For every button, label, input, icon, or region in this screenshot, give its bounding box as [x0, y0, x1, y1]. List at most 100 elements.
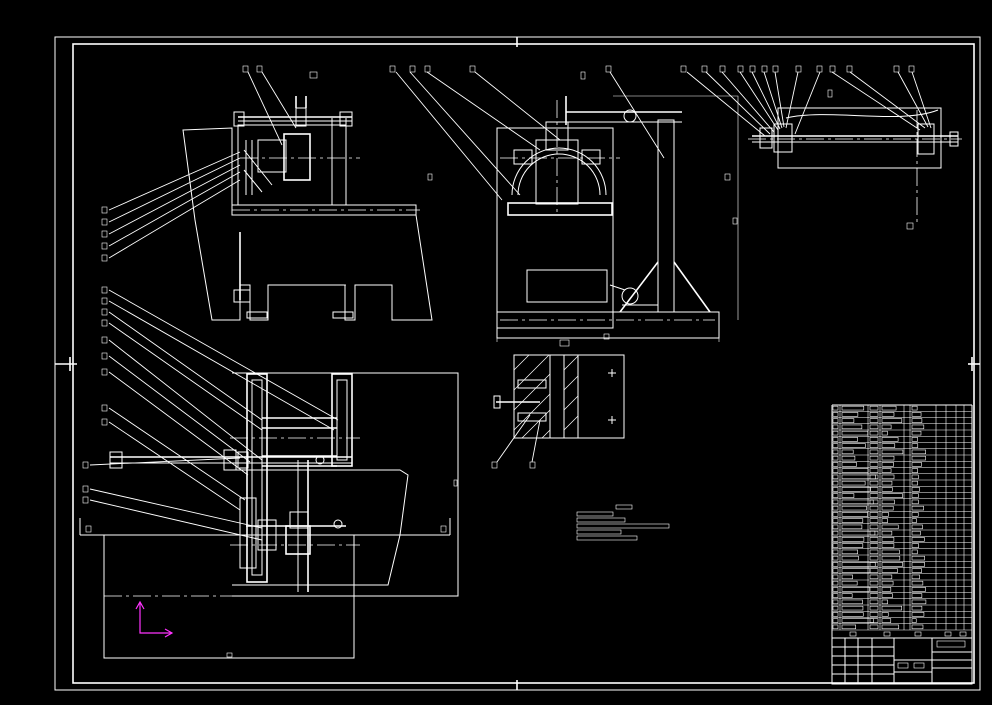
ucs-icon [135, 600, 174, 638]
table-cell-glyph [911, 580, 924, 586]
table-cell-glyph [832, 487, 839, 492]
table-cell-glyph [841, 574, 853, 580]
table-cell-glyph [911, 462, 922, 467]
table-cell-glyph [869, 518, 879, 523]
table-cell-glyph [881, 418, 903, 423]
table-cell-glyph [869, 612, 879, 617]
table-cell-glyph [869, 568, 879, 573]
table-cell-glyph [869, 605, 879, 611]
table-cell-glyph [869, 480, 879, 486]
table-cell-glyph [869, 418, 879, 423]
table-cell-glyph [869, 474, 879, 480]
sheet-border [54, 36, 981, 691]
table-cell-glyph [911, 468, 919, 473]
table-cell-glyph [832, 430, 839, 436]
table-cell-glyph [832, 449, 839, 455]
table-cell-glyph [841, 624, 857, 630]
table-cell-glyph [841, 562, 876, 567]
table-cell-glyph [944, 631, 952, 637]
table-cell-glyph [841, 518, 864, 523]
table-cell-glyph [881, 430, 888, 436]
table-cell-glyph [911, 605, 923, 611]
table-cell-glyph [911, 405, 918, 411]
table-cell-glyph [883, 631, 891, 637]
table-cell-glyph [869, 468, 879, 473]
table-cell-glyph [911, 455, 926, 461]
table-cell-glyph [911, 449, 926, 455]
table-cell-glyph [881, 424, 892, 430]
view-shaft-assembly [680, 65, 962, 230]
table-cell-glyph [881, 455, 895, 461]
table-cell-glyph [841, 543, 864, 548]
table-cell-glyph [832, 474, 839, 480]
table-cell-glyph [869, 618, 879, 623]
table-cell-glyph [841, 605, 864, 611]
table-cell-glyph [841, 405, 865, 411]
table-cell-glyph [911, 537, 925, 542]
table-cell-glyph [881, 468, 892, 473]
table-cell-glyph [881, 524, 899, 530]
table-cell-glyph [911, 530, 921, 536]
table-cell-glyph [881, 512, 889, 517]
table-cell-glyph [869, 430, 879, 436]
table-cell-glyph [832, 424, 839, 430]
table-cell-glyph [832, 524, 839, 530]
table-cell-glyph [869, 405, 879, 411]
table-cell-glyph [832, 555, 839, 561]
table-cell-glyph [869, 530, 879, 536]
table-cell-glyph [841, 618, 874, 623]
table-cell-glyph [841, 512, 868, 517]
table-cell-glyph [869, 562, 879, 567]
table-cell-glyph [841, 537, 865, 542]
table-cell-glyph [881, 405, 897, 411]
table-cell-glyph [881, 462, 894, 467]
table-cell-glyph [869, 412, 879, 417]
table-cell-glyph [911, 437, 918, 442]
table-cell-glyph [841, 524, 863, 530]
table-cell-glyph [881, 587, 892, 592]
table-cell-glyph [881, 480, 893, 486]
table-cell-glyph [911, 412, 922, 417]
table-cell-glyph [832, 405, 839, 411]
table-cell-glyph [832, 505, 839, 511]
table-cell-glyph [881, 487, 893, 492]
table-cell-glyph [841, 612, 864, 617]
table-cell-glyph [832, 605, 839, 611]
table-cell-glyph [881, 530, 893, 536]
table-cell-glyph [881, 537, 895, 542]
table-cell-glyph [832, 499, 839, 505]
table-cell-glyph [869, 543, 879, 548]
table-cell-glyph [881, 605, 903, 611]
table-cell-glyph [841, 474, 876, 480]
table-cell-glyph [832, 568, 839, 573]
table-cell-glyph [911, 612, 925, 617]
title-block [831, 637, 973, 685]
table-cell-glyph [869, 505, 879, 511]
table-cell-glyph [832, 412, 839, 417]
table-cell-glyph [881, 612, 889, 617]
table-cell-glyph [841, 555, 859, 561]
table-cell-glyph [832, 437, 839, 442]
table-cell-glyph [911, 493, 919, 498]
table-cell-glyph [911, 430, 922, 436]
table-cell-glyph [841, 480, 866, 486]
table-cell-glyph [832, 593, 839, 598]
table-cell-glyph [832, 549, 839, 555]
table-cell-glyph [881, 474, 895, 480]
table-cell-glyph [881, 593, 893, 598]
table-cell-glyph [911, 593, 923, 598]
table-cell-glyph [911, 618, 917, 623]
table-cell-glyph [911, 524, 923, 530]
section-hatch [513, 354, 579, 439]
table-cell-glyph [841, 449, 854, 455]
table-cell-glyph [881, 624, 900, 630]
table-cell-glyph [881, 412, 895, 417]
table-cell-glyph [841, 437, 858, 442]
table-cell-glyph [911, 624, 924, 630]
table-cell-glyph [841, 424, 863, 430]
table-cell-glyph [869, 512, 879, 517]
table-cell-glyph [841, 468, 869, 473]
table-cell-glyph [869, 555, 879, 561]
view-side-elevation [101, 65, 433, 321]
